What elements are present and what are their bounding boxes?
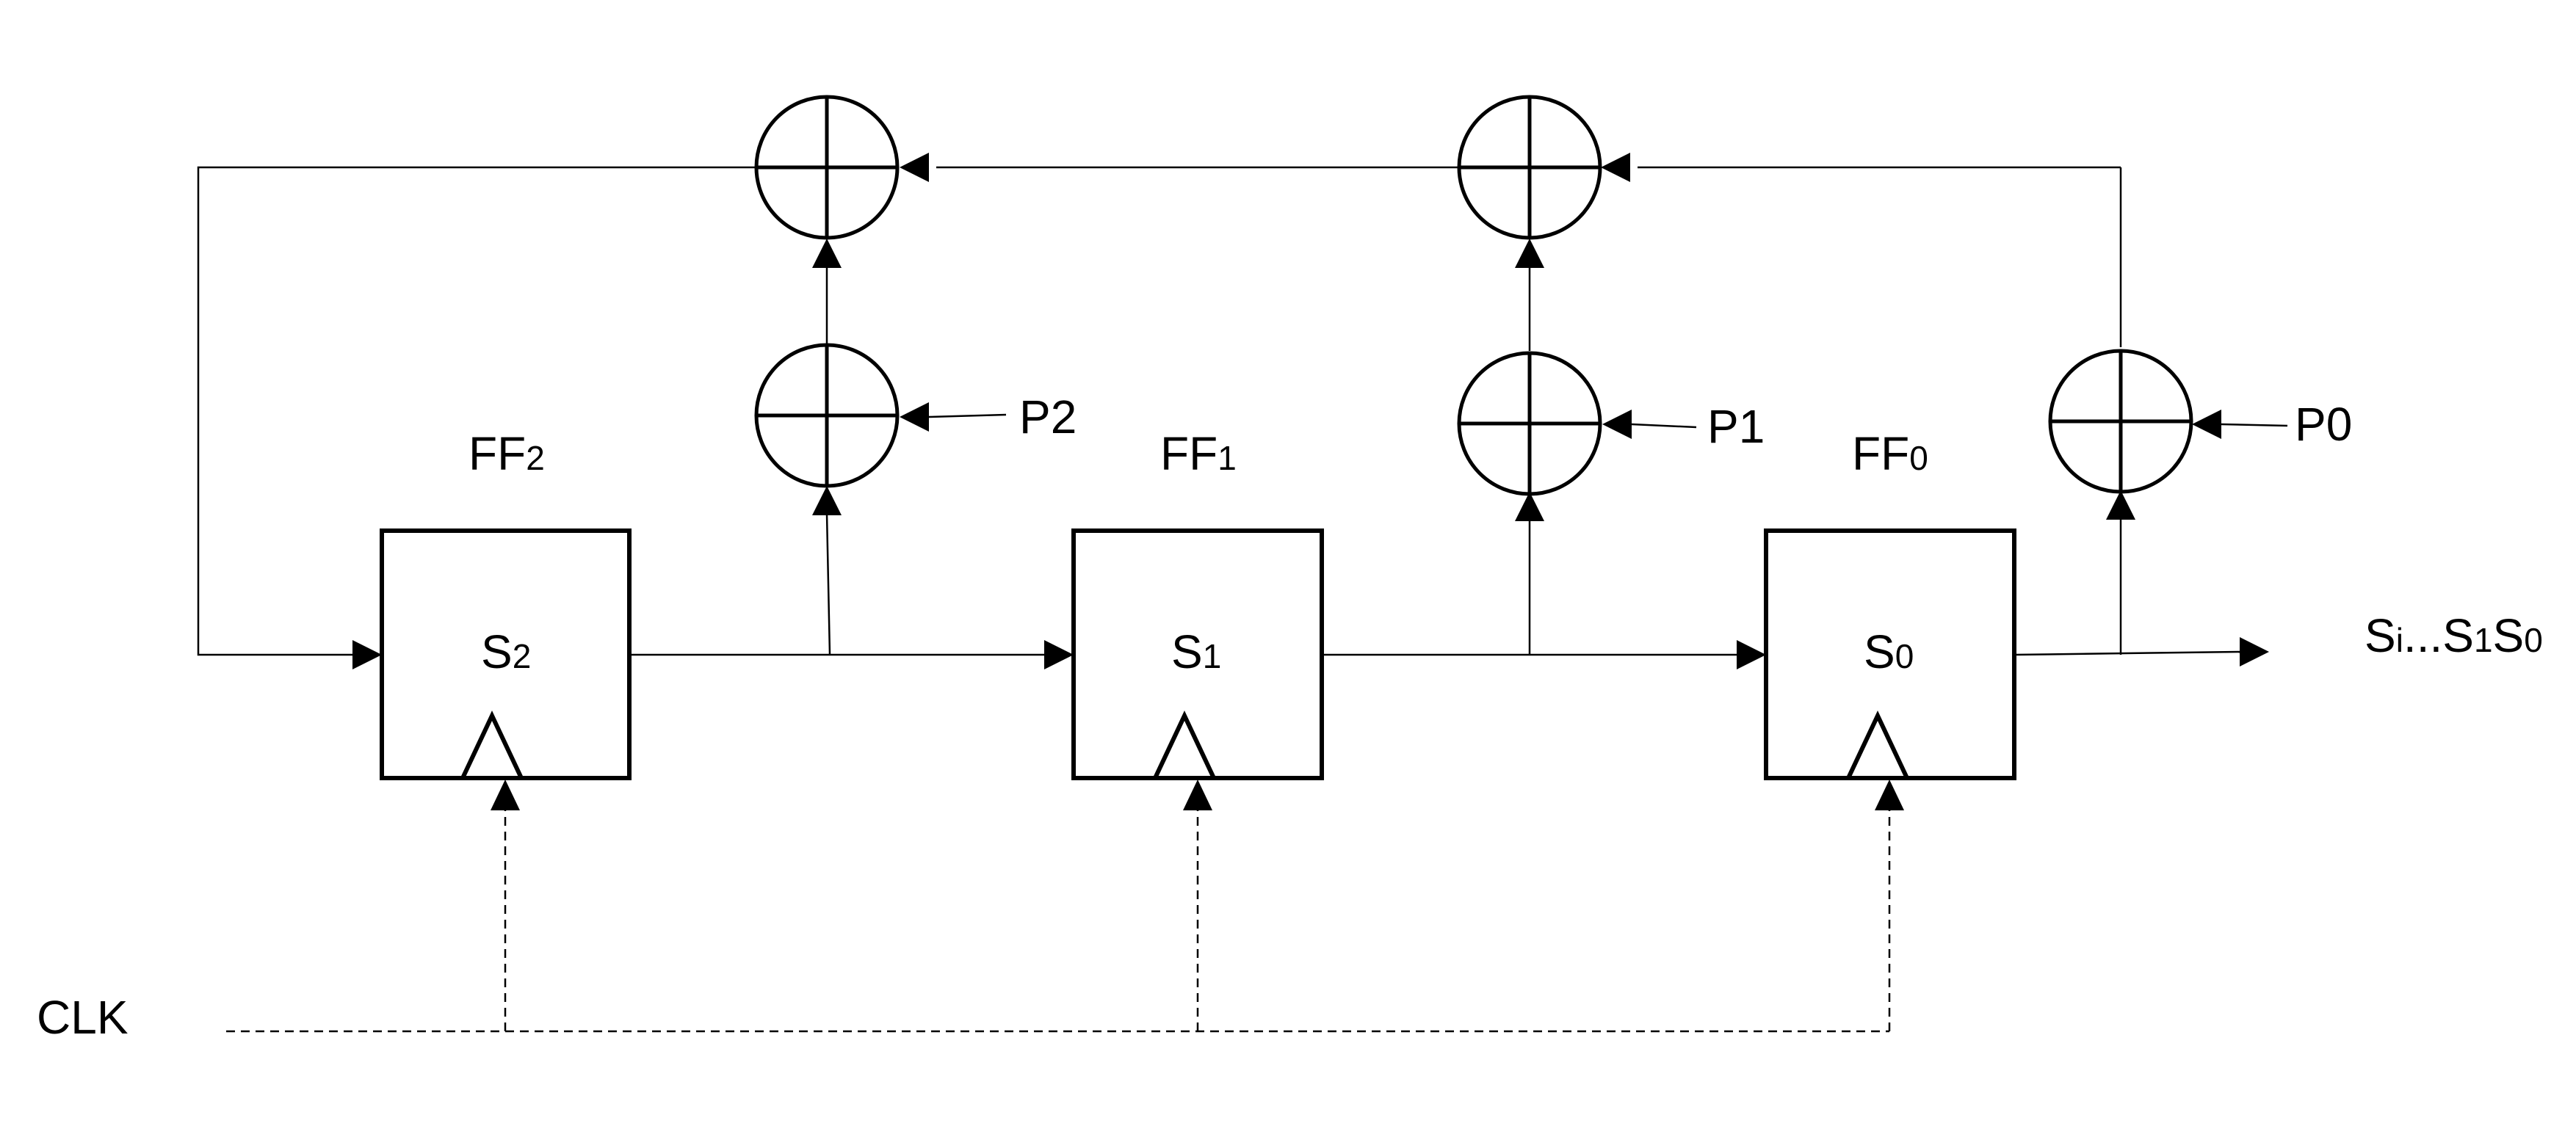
ff0-name: FF0 bbox=[1852, 427, 1928, 480]
arrow-p2 bbox=[900, 402, 929, 432]
arrow-into-xor-top-left-from-below bbox=[812, 239, 842, 268]
wire-p1 bbox=[1631, 423, 1697, 429]
arrow-into-xor-p2 bbox=[812, 486, 842, 515]
tap-s2-up bbox=[825, 513, 831, 655]
clock-triangle bbox=[1151, 710, 1218, 780]
arrow-into-xor-p1 bbox=[1515, 492, 1544, 521]
arrow-into-xor-p0 bbox=[2106, 490, 2135, 520]
output-label: Si...S1S0 bbox=[2365, 609, 2543, 662]
tap-arrows bbox=[812, 239, 2135, 521]
clock-arrow-ff0 bbox=[1875, 780, 1904, 810]
xor-p0 bbox=[2048, 349, 2193, 494]
ff1-name: FF1 bbox=[1160, 427, 1237, 480]
arrow-into-ff2 bbox=[352, 640, 382, 669]
arrow-p1 bbox=[1602, 410, 1632, 439]
p-inputs: P2 P1 P0 bbox=[900, 390, 2352, 453]
arrow-output bbox=[2240, 637, 2269, 666]
flip-flop-ff0: S0 FF0 bbox=[1764, 427, 2016, 780]
flip-flop-ff1: S1 FF1 bbox=[1071, 427, 1324, 780]
arrow-into-xor-top-right bbox=[1601, 153, 1630, 182]
xor-top-right bbox=[1457, 95, 1602, 240]
ff2-name: FF2 bbox=[468, 427, 545, 480]
clock-arrow-ff2 bbox=[491, 780, 520, 810]
xor-p2 bbox=[754, 343, 900, 488]
wire-output bbox=[2014, 650, 2240, 656]
arrow-into-ff1 bbox=[1044, 640, 1074, 669]
xor-p1 bbox=[1457, 351, 1602, 496]
clock-triangle bbox=[459, 710, 525, 780]
data-path bbox=[629, 268, 2269, 669]
wire-p2 bbox=[928, 413, 1007, 418]
ff0-state: S0 bbox=[1864, 625, 1914, 678]
ff1-state: S1 bbox=[1171, 625, 1221, 678]
arrow-into-xor-top-left bbox=[900, 153, 929, 182]
flip-flop-ff2: S2 FF2 bbox=[380, 427, 632, 780]
wire-p0 bbox=[2221, 423, 2288, 427]
arrow-into-xor-top-right-from-below bbox=[1515, 239, 1544, 268]
ff2-state: S2 bbox=[481, 625, 531, 678]
feedback-wire-left bbox=[197, 166, 889, 656]
input-label-p0: P0 bbox=[2295, 398, 2352, 451]
arrow-p0 bbox=[2192, 410, 2221, 439]
clock-lines: CLK bbox=[37, 780, 1904, 1044]
feedback-loop bbox=[197, 153, 2122, 669]
input-label-p1: P1 bbox=[1707, 400, 1765, 453]
xor-top-left bbox=[754, 95, 900, 240]
clock-triangle bbox=[1845, 710, 1911, 780]
input-label-p2: P2 bbox=[1019, 390, 1077, 443]
clock-arrow-ff1 bbox=[1183, 780, 1212, 810]
clock-label: CLK bbox=[37, 991, 129, 1044]
arrow-into-ff0 bbox=[1737, 640, 1766, 669]
